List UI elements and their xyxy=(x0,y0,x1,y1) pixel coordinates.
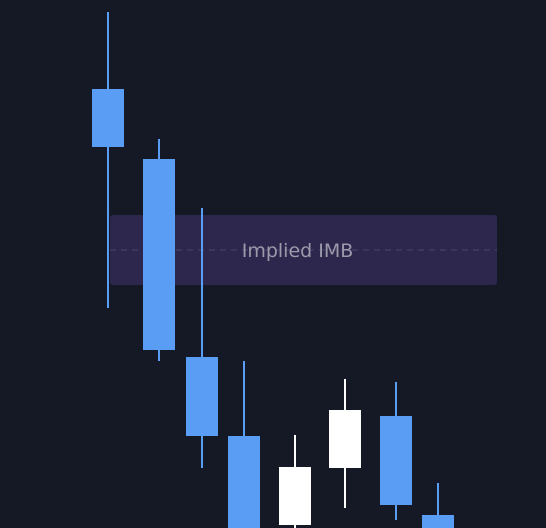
candle-body xyxy=(186,357,218,436)
candle-2 xyxy=(143,139,175,361)
candle-body xyxy=(92,89,124,147)
candle-body xyxy=(422,515,454,528)
implied-imb-zone: Implied IMB xyxy=(110,215,497,285)
implied-imb-label: Implied IMB xyxy=(242,240,354,262)
candle-body xyxy=(380,416,412,505)
candle-7 xyxy=(380,382,412,520)
candle-6 xyxy=(329,379,361,508)
candle-3 xyxy=(186,208,218,468)
candle-body xyxy=(143,159,175,350)
implied-imb-zone-box xyxy=(110,215,497,285)
candle-body xyxy=(279,467,311,525)
candle-5 xyxy=(279,435,311,528)
candle-body xyxy=(329,410,361,468)
candle-1 xyxy=(92,12,124,308)
candles-group xyxy=(92,12,454,528)
candle-8 xyxy=(422,483,454,528)
candle-body xyxy=(228,436,260,528)
candle-4 xyxy=(228,361,260,528)
